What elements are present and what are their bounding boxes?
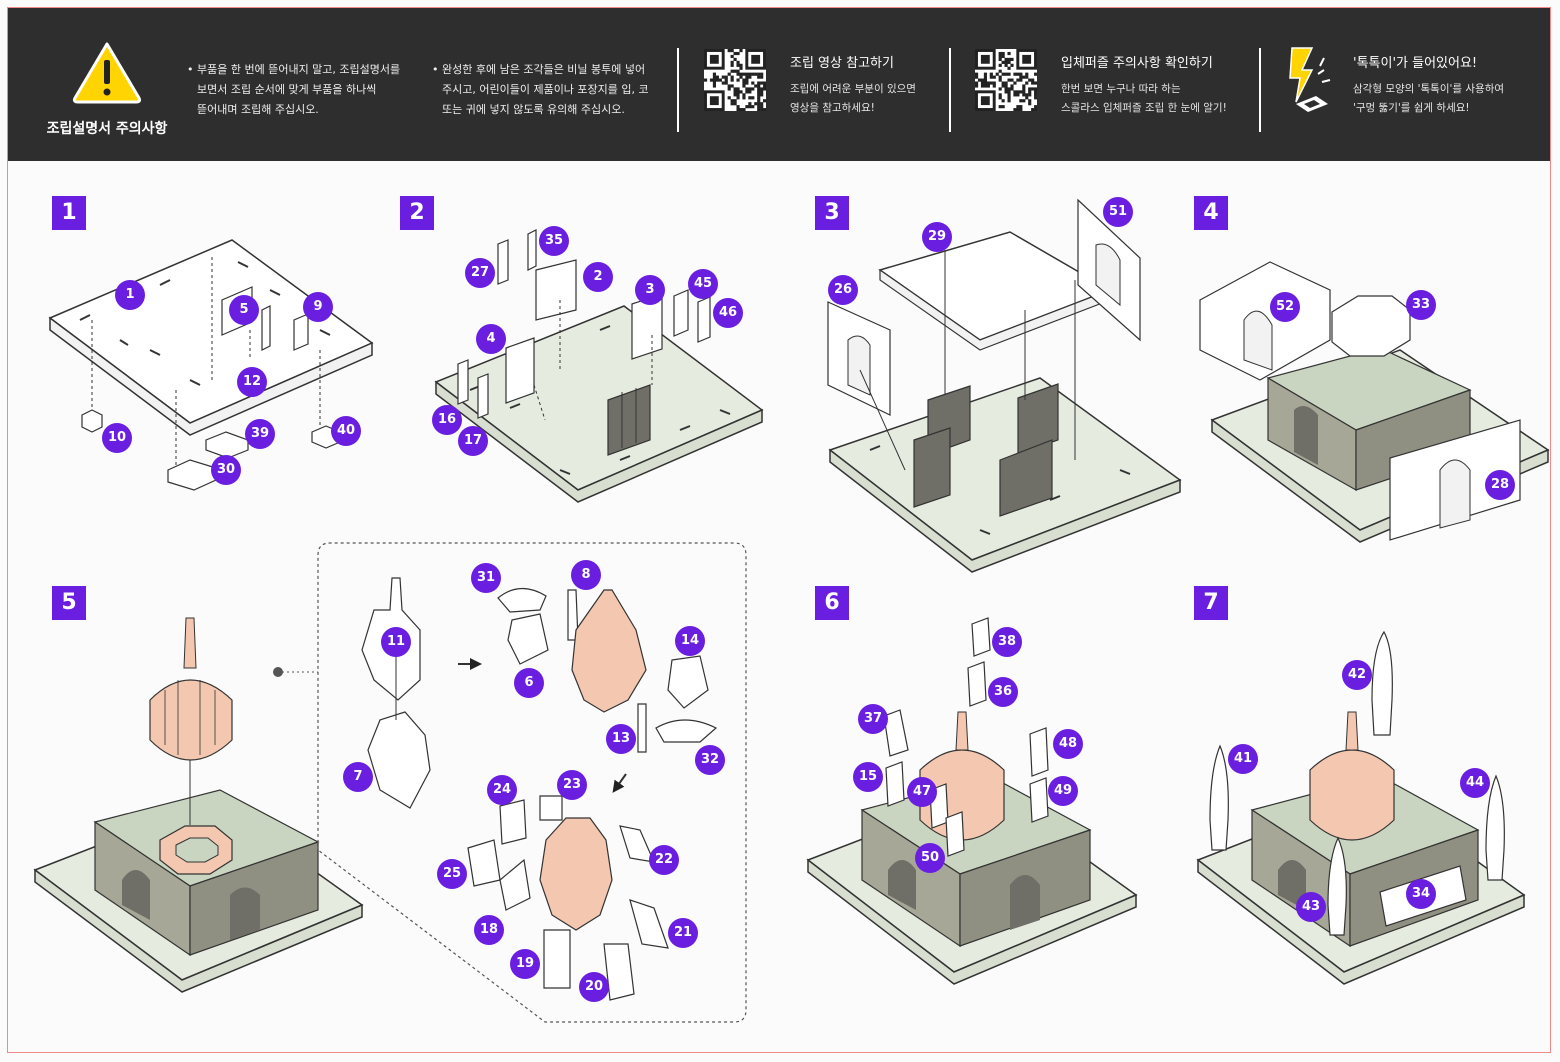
step-badge-5: 5 — [52, 586, 86, 620]
part-callout: 9 — [303, 292, 333, 322]
warning-block: 조립설명서 주의사항 — [37, 40, 177, 138]
notice-bullet-1: • 부품을 한 번에 뜯어내지 말고, 조립설명서를 보면서 조립 순서에 맞게… — [187, 60, 427, 120]
desc-line: 한번 보면 누구나 따라 하는 — [1061, 83, 1181, 95]
step-5-illustration — [33, 617, 364, 993]
divider — [1259, 48, 1261, 132]
part-callout: 27 — [465, 258, 495, 288]
part-callout: 52 — [1270, 292, 1300, 322]
part-callout: 39 — [245, 419, 275, 449]
part-callout: 11 — [381, 627, 411, 657]
part-callout: 2 — [583, 262, 613, 292]
notice-line: 보면서 조립 순서에 맞게 부품을 하나씩 — [197, 83, 377, 96]
part-callout: 41 — [1228, 744, 1258, 774]
part-callout: 1 — [115, 280, 145, 310]
part-callout: 43 — [1296, 892, 1326, 922]
notice-bullet-2: • 완성한 후에 남은 조각들은 비닐 봉투에 넣어 주시고, 어린이들이 제품… — [432, 60, 672, 120]
step-badge-4: 4 — [1194, 196, 1228, 230]
part-callout: 13 — [606, 724, 636, 754]
part-callout: 23 — [557, 770, 587, 800]
part-callout: 19 — [510, 949, 540, 979]
part-callout: 24 — [487, 775, 517, 805]
tool-title: '톡톡이'가 들어있어요! — [1353, 56, 1478, 71]
notice-line: 주시고, 어린이들이 제품이나 포장지를 입, 코 — [442, 83, 649, 96]
desc-line: 영상을 참고하세요! — [790, 102, 875, 114]
step-2-illustration — [434, 229, 764, 503]
part-callout: 14 — [675, 626, 705, 656]
part-callout: 29 — [922, 222, 952, 252]
part-callout: 48 — [1053, 729, 1083, 759]
part-callout: 16 — [432, 405, 462, 435]
step-badge-7: 7 — [1194, 586, 1228, 620]
part-callout: 22 — [649, 845, 679, 875]
part-callout: 34 — [1406, 879, 1436, 909]
qr-code-video-icon[interactable] — [704, 49, 766, 111]
part-callout: 28 — [1485, 470, 1515, 500]
step-badge-6: 6 — [815, 586, 849, 620]
qr-code-notice-icon[interactable] — [975, 49, 1037, 111]
step-7-illustration — [1196, 630, 1526, 985]
divider — [949, 48, 951, 132]
part-callout: 32 — [695, 745, 725, 775]
part-callout: 30 — [211, 455, 241, 485]
video-guide-title: 조립 영상 참고하기 — [790, 56, 894, 71]
part-callout: 35 — [539, 226, 569, 256]
desc-line: 조립에 어려운 부분이 있으면 — [790, 83, 916, 95]
part-callout: 40 — [331, 416, 361, 446]
warning-title: 조립설명서 주의사항 — [46, 121, 168, 137]
video-guide-desc: 조립에 어려운 부분이 있으면 영상을 참고하세요! — [790, 80, 916, 118]
warning-triangle-icon — [72, 42, 142, 104]
step-4-illustration — [1199, 261, 1550, 543]
part-callout: 37 — [858, 704, 888, 734]
part-callout: 5 — [229, 295, 259, 325]
part-callout: 45 — [688, 269, 718, 299]
notice-line: 완성한 후에 남은 조각들은 비닐 봉투에 넣어 — [442, 63, 646, 76]
part-callout: 17 — [458, 426, 488, 456]
desc-line: '구멍 뚫기'를 쉽게 하세요! — [1353, 102, 1470, 114]
step-6-illustration — [806, 617, 1138, 985]
part-callout: 15 — [853, 762, 883, 792]
part-callout: 21 — [668, 918, 698, 948]
part-callout: 25 — [437, 859, 467, 889]
step-1-illustration — [48, 239, 374, 491]
punch-tool-icon — [1289, 47, 1331, 112]
step-3-illustration — [827, 198, 1182, 573]
part-callout: 33 — [1406, 290, 1436, 320]
desc-line: 삼각형 모양의 '톡톡이'를 사용하여 — [1353, 83, 1505, 95]
step-badge-1: 1 — [52, 196, 86, 230]
part-callout: 12 — [237, 367, 267, 397]
part-callout: 26 — [828, 275, 858, 305]
notice-line: 뜯어내며 조립해 주십시오. — [197, 103, 319, 116]
part-callout: 36 — [988, 677, 1018, 707]
part-callout: 8 — [571, 560, 601, 590]
part-callout: 18 — [474, 915, 504, 945]
step-5-detail-box — [317, 542, 747, 1023]
part-callout: 6 — [514, 668, 544, 698]
notice-line: 부품을 한 번에 뜯어내지 말고, 조립설명서를 — [197, 63, 401, 76]
part-callout: 42 — [1342, 660, 1372, 690]
part-callout: 50 — [915, 843, 945, 873]
tool-desc: 삼각형 모양의 '톡톡이'를 사용하여 '구멍 뚫기'를 쉽게 하세요! — [1353, 80, 1504, 118]
part-callout: 38 — [992, 627, 1022, 657]
part-callout: 47 — [907, 777, 937, 807]
step-badge-3: 3 — [815, 196, 849, 230]
puzzle-notice-desc: 한번 보면 누구나 따라 하는 스콜라스 입체퍼즐 조립 한 눈에 알기! — [1061, 80, 1227, 118]
notice-line: 또는 귀에 넣지 않도록 유의해 주십시오. — [442, 103, 625, 116]
part-callout: 4 — [476, 324, 506, 354]
part-callout: 46 — [713, 298, 743, 328]
part-callout: 31 — [471, 563, 501, 593]
part-callout: 44 — [1460, 768, 1490, 798]
part-callout: 7 — [343, 762, 373, 792]
step-badge-2: 2 — [400, 196, 434, 230]
part-callout: 49 — [1048, 776, 1078, 806]
part-callout: 51 — [1103, 197, 1133, 227]
divider — [677, 48, 679, 132]
desc-line: 스콜라스 입체퍼즐 조립 한 눈에 알기! — [1061, 102, 1227, 114]
part-callout: 3 — [635, 275, 665, 305]
puzzle-notice-title: 입체퍼즐 주의사항 확인하기 — [1061, 56, 1213, 71]
part-callout: 20 — [579, 972, 609, 1002]
header-bar: 조립설명서 주의사항 • 부품을 한 번에 뜯어내지 말고, 조립설명서를 보면… — [7, 8, 1551, 161]
part-callout: 10 — [102, 423, 132, 453]
